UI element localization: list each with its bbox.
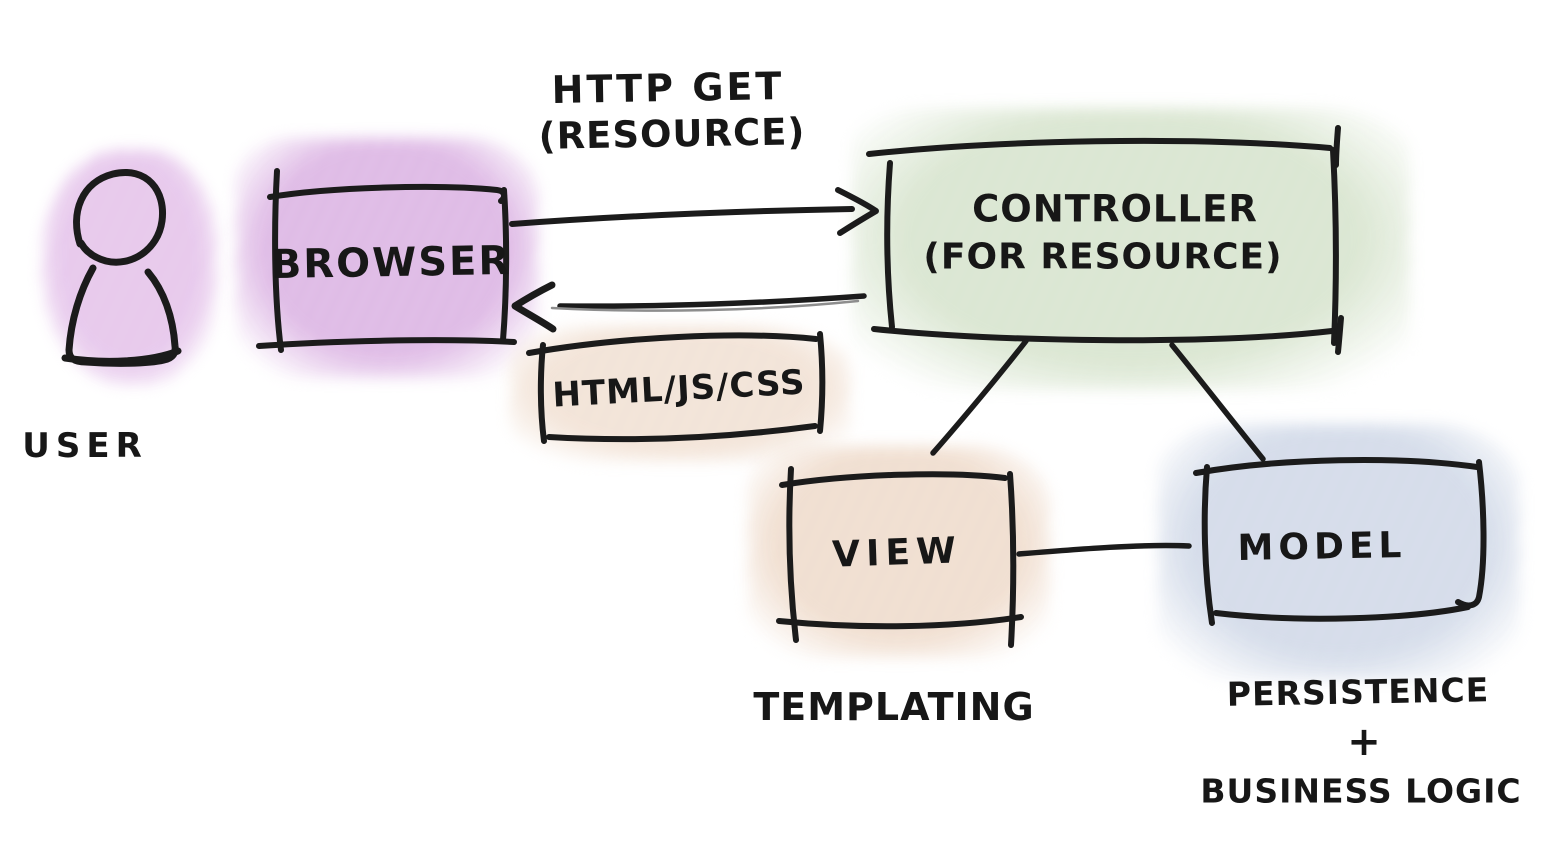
model-left-stroke	[1201, 464, 1215, 626]
request-arrowhead	[835, 187, 879, 236]
response-right-stroke	[817, 331, 826, 434]
controller-bottom-right-tick	[1335, 315, 1344, 355]
user-icon	[61, 169, 182, 367]
view-left-stroke	[786, 466, 799, 643]
controller-left-stroke	[884, 160, 895, 330]
view-model-line	[1016, 542, 1192, 557]
user-body-base-stroke	[61, 347, 182, 365]
model-right-stroke	[1455, 459, 1487, 609]
browser-right-stroke	[500, 187, 510, 343]
controller-label-line1: CONTROLLER	[972, 187, 1258, 231]
response-arrow-line-retrace	[550, 299, 860, 312]
model-box-border	[1193, 457, 1487, 626]
model-annotation-line2: BUSINESS LOGIC	[1200, 771, 1522, 811]
controller-view-line	[930, 338, 1029, 456]
response-bottom-stroke	[546, 423, 818, 443]
model-annotation-line1: PERSISTENCE	[1226, 670, 1490, 714]
controller-model-connector	[1169, 342, 1266, 462]
browser-top-stroke	[267, 183, 508, 204]
view-top-stroke	[779, 471, 1008, 488]
response-top-stroke	[526, 332, 819, 356]
controller-box-border	[866, 125, 1344, 355]
request-arrow-line	[509, 206, 855, 227]
model-label: MODEL	[1237, 525, 1407, 569]
request-arrow	[509, 187, 879, 236]
browser-bottom-stroke	[256, 337, 517, 349]
response-left-stroke	[537, 342, 547, 444]
browser-left-stroke	[272, 168, 284, 353]
model-annotation-plus: +	[1347, 719, 1383, 765]
response-arrowhead	[511, 281, 557, 333]
response-arrow	[511, 281, 867, 333]
user-body-stroke	[65, 264, 179, 367]
user-label: USER	[22, 426, 148, 466]
controller-label-line2: (FOR RESOURCE)	[923, 236, 1283, 278]
controller-right-stroke	[1330, 147, 1339, 346]
controller-bottom-stroke	[871, 326, 1335, 344]
response-arrow-line	[557, 293, 867, 309]
controller-view-connector	[930, 338, 1029, 456]
browser-box-border	[256, 168, 517, 353]
view-label: VIEW	[831, 530, 963, 576]
view-model-connector	[1016, 542, 1192, 557]
controller-top-stroke	[866, 137, 1333, 157]
request-label-line2: (RESOURCE)	[538, 110, 806, 158]
view-box-border	[776, 466, 1024, 648]
controller-model-line	[1169, 342, 1266, 462]
view-bottom-stroke	[776, 614, 1024, 630]
model-top-stroke	[1193, 457, 1480, 476]
response-box-border	[526, 331, 826, 444]
user-head-stroke	[73, 169, 167, 266]
view-annotation: TEMPLATING	[753, 685, 1035, 729]
request-label-line1: HTTP GET	[551, 63, 785, 113]
model-bottom-stroke	[1213, 604, 1471, 622]
browser-label: BROWSER	[270, 237, 512, 289]
